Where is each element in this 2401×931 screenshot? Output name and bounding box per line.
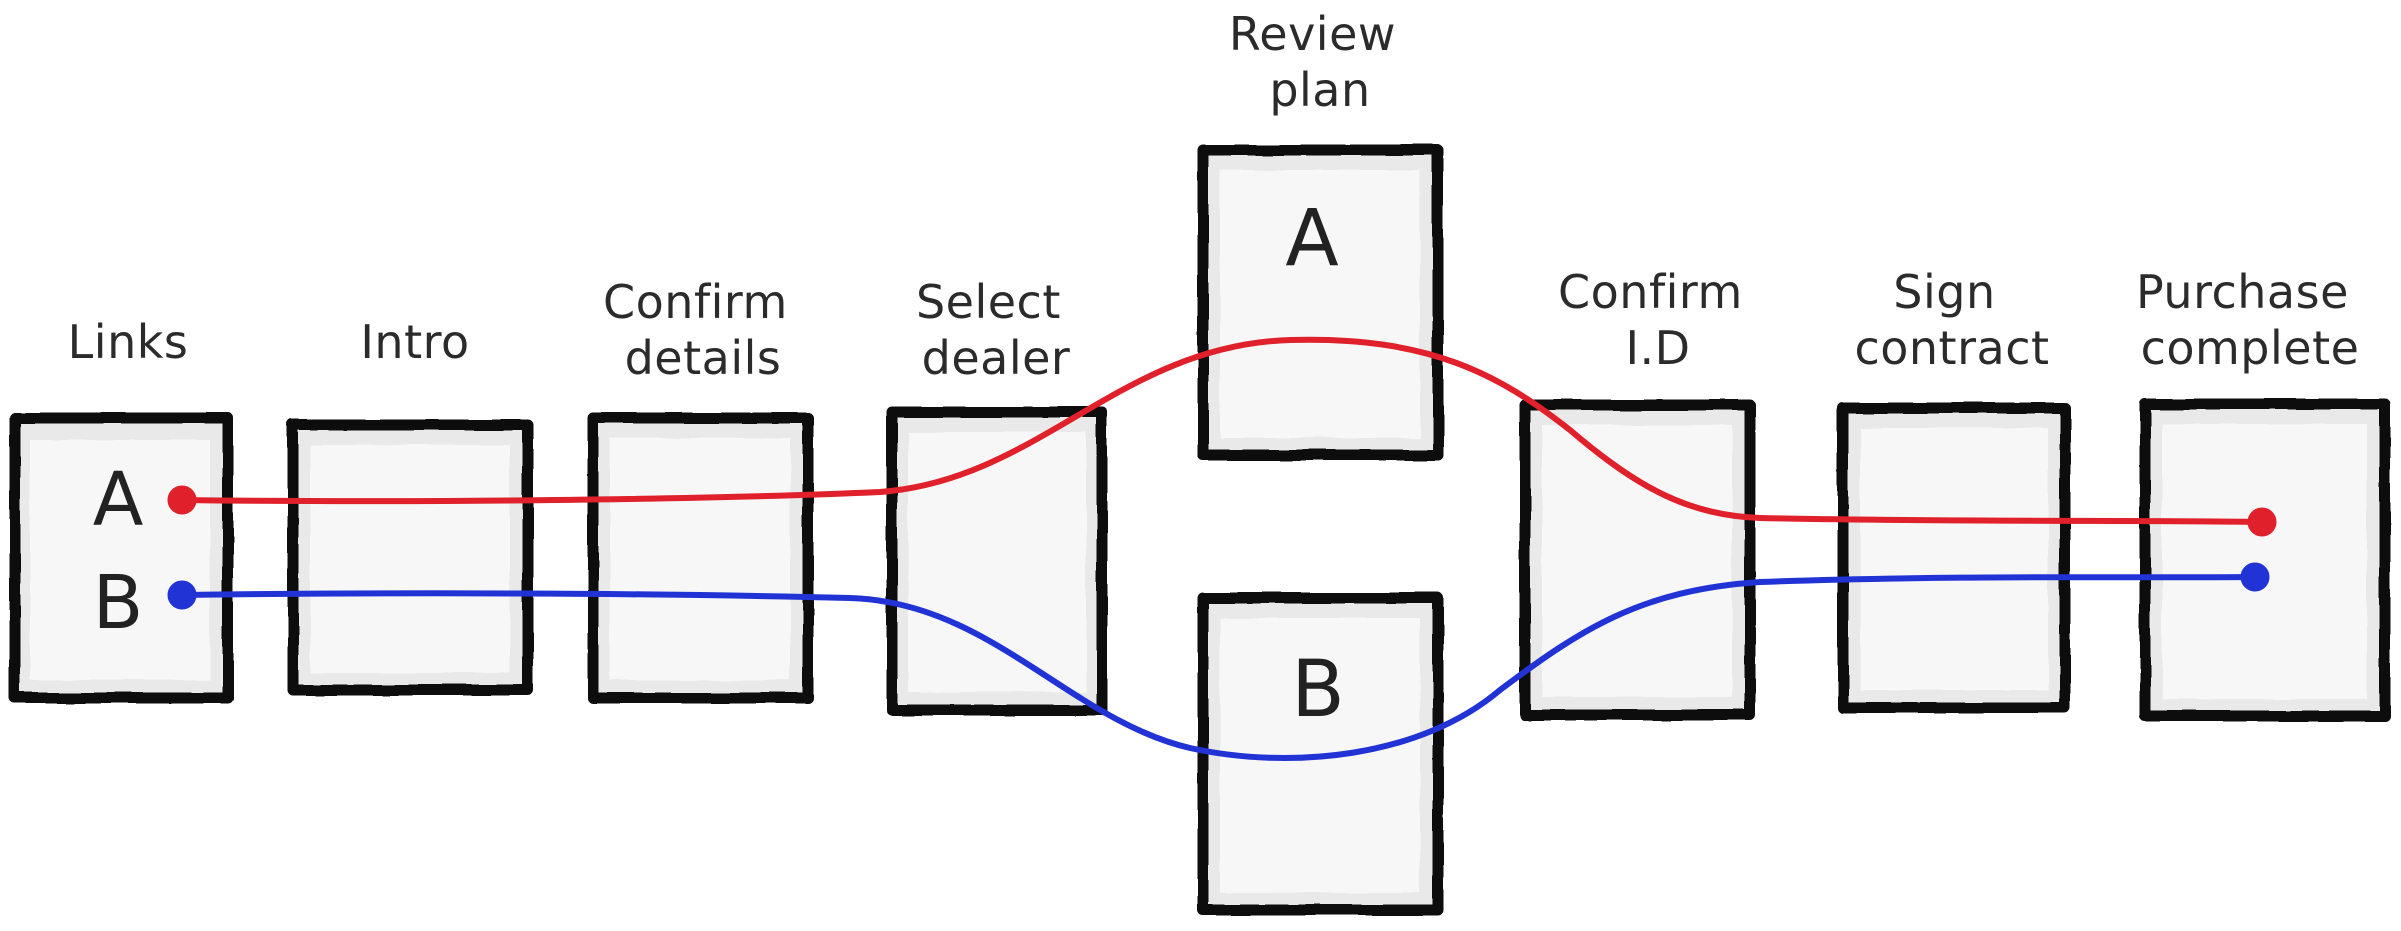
screen-confirm-id — [1519, 399, 1756, 721]
path-a-start-dot — [167, 485, 197, 515]
review-plan-b-letter: B — [1291, 645, 1345, 735]
path-a-end-dot — [2247, 507, 2277, 537]
stage-label-confirm-details: Confirm details — [603, 275, 803, 385]
path-b-line — [179, 574, 2258, 761]
screen-review-plan-a — [1197, 144, 1444, 461]
path-b-end-dot — [2240, 562, 2270, 592]
review-plan-a-letter: A — [1285, 194, 1338, 284]
screen-purchase-complete — [2139, 398, 2391, 722]
stage-label-purchase-complete: Purchase complete — [2136, 265, 2364, 375]
screen-intro — [287, 419, 534, 696]
links-option-b-letter: B — [93, 560, 144, 646]
screen-confirm-details — [587, 412, 814, 704]
stage-label-select-dealer: Select dealer — [916, 275, 1076, 385]
path-b-start-dot — [167, 580, 197, 610]
screen-links — [9, 412, 234, 704]
stage-label-review-plan: Review plan — [1229, 7, 1411, 117]
stage-label-confirm-id: Confirm I.D — [1558, 265, 1758, 375]
stage-label-links: Links — [68, 315, 189, 369]
stage-label-intro: Intro — [360, 315, 469, 369]
screen-sign-contract — [1837, 402, 2071, 714]
links-option-a-letter: A — [93, 457, 144, 543]
stage-label-sign-contract: Sign contract — [1854, 265, 2049, 375]
screen-select-dealer — [886, 406, 1108, 716]
path-a-line — [179, 336, 2265, 525]
